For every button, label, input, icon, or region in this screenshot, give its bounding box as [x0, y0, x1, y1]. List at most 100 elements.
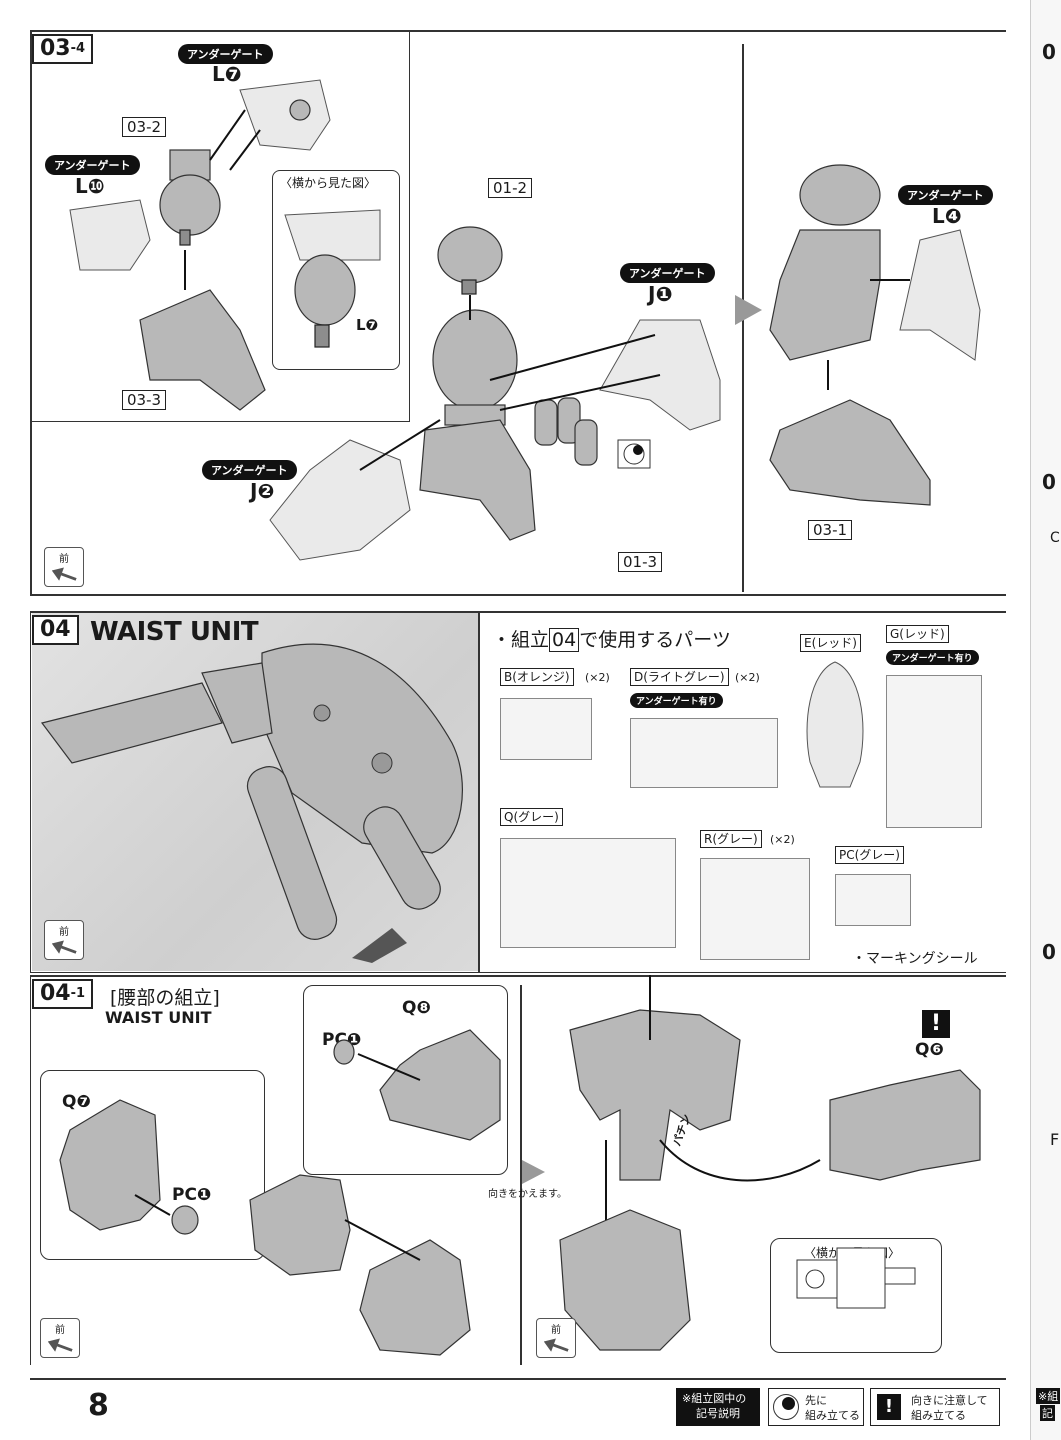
first-assemble-icon — [773, 1394, 799, 1420]
sheet-label-e: E(レッド) — [800, 634, 861, 652]
sprue-d — [630, 718, 778, 788]
legend-item1-line2: 組み立てる — [805, 1409, 860, 1422]
sheet-qty-d: (×2) — [735, 671, 760, 684]
part-assembled — [559, 1209, 691, 1351]
part-label-pc1-b: PC❶ — [172, 1185, 212, 1205]
armor-l4 — [899, 229, 981, 361]
section-04-title: WAIST UNIT — [90, 617, 259, 647]
sprue-g — [886, 675, 982, 828]
part-q6 — [829, 1069, 981, 1181]
legend-title-box: ※組立図中の 記号説明 — [676, 1388, 760, 1426]
front-arrow-icon — [45, 1335, 74, 1357]
legend-item-1: 先に 組み立てる — [768, 1388, 864, 1426]
front-label: 前 — [551, 1325, 561, 1336]
page-number: 8 — [88, 1388, 109, 1423]
legend-title-line2: 記号説明 — [696, 1407, 740, 1420]
part-label-l4: L❹ — [932, 204, 962, 228]
part-label-j2: J❷ — [250, 479, 275, 503]
front-indicator-04-1-b: 前 — [536, 1318, 576, 1358]
sheet-note-g: アンダーゲート有り — [886, 650, 979, 665]
right-body — [769, 229, 881, 361]
thruster-1 — [534, 399, 558, 446]
under-gate-badge-1: アンダーゲート — [178, 44, 273, 64]
front-label: 前 — [59, 927, 69, 938]
sheet-note-d: アンダーゲート有り — [630, 693, 723, 708]
part-label-l7-top: L❼ — [212, 62, 242, 86]
sprue-r — [700, 858, 810, 960]
legend-item2-line2: 組み立てる — [911, 1409, 966, 1422]
part-label-q6: Q❻ — [915, 1040, 944, 1060]
part-q7 — [59, 1099, 161, 1231]
legend-item1-line1: 先に — [805, 1394, 827, 1407]
part-label-q7: Q❼ — [62, 1092, 91, 1112]
front-label: 前 — [59, 554, 69, 565]
waist-unit-render — [40, 643, 463, 963]
right-frag-5: F — [1050, 1130, 1060, 1149]
parts-used-suffix: で使用するパーツ — [579, 629, 731, 651]
section-04-1-frame — [30, 975, 1006, 1365]
sheet-label-d: D(ライトグレー) — [630, 668, 729, 686]
warning-icon: ! — [877, 1394, 901, 1420]
side-view-inset-2 — [770, 1238, 942, 1353]
right-frag-2: 0 — [1042, 470, 1056, 494]
right-head — [799, 164, 881, 226]
head-01-2 — [437, 226, 503, 284]
right-frag-3: C — [1050, 530, 1060, 546]
section-03-4-illustration — [69, 79, 981, 561]
section-03-bottom-border — [30, 594, 1006, 596]
waist-title-jp: [腰部の組立] — [110, 987, 220, 1009]
under-gate-badge-2: アンダーゲート — [45, 155, 140, 175]
divider-vertical-04-1 — [520, 985, 522, 1365]
part-q5 — [569, 1009, 741, 1181]
warning-box: ! — [922, 1010, 950, 1038]
footer-rule — [30, 1378, 1006, 1380]
legend-item-2: ! 向きに注意して 組み立てる — [870, 1388, 1000, 1426]
legend-title-line1: ※組立図中の — [682, 1392, 747, 1405]
front-arrow-icon — [49, 937, 78, 959]
sprue-e — [806, 661, 864, 788]
step-tag-04-1: 04-1 — [32, 979, 94, 1009]
q8-inset — [303, 985, 508, 1175]
step-sub: -4 — [70, 41, 86, 56]
under-gate-badge-5: アンダーゲート — [898, 185, 993, 205]
marking-seal-label: ・マーキングシール — [852, 951, 978, 967]
section-03-4-frame — [30, 30, 1006, 595]
section-04-1-illustration — [59, 975, 981, 1356]
front-arrow-icon — [541, 1335, 570, 1357]
sheet-label-pc: PC(グレー) — [835, 846, 904, 864]
part-label-l7-inset: L❼ — [356, 316, 379, 334]
armor-l10 — [69, 199, 151, 271]
front-label: 前 — [55, 1325, 65, 1336]
front-indicator-04: 前 — [44, 920, 84, 960]
legend-item2-line1: 向きに注意して — [911, 1394, 988, 1407]
sprue-pc — [835, 874, 911, 926]
part-q8 — [379, 1029, 501, 1141]
right-frag-7: 記 — [1040, 1405, 1055, 1421]
ref-03-1: 03-1 — [808, 520, 853, 540]
step-number: 04 — [40, 617, 71, 642]
sheet-qty-b: (×2) — [585, 671, 610, 684]
sheet-label-r: R(グレー) — [700, 830, 762, 848]
parts-used-step: 04 — [549, 628, 580, 652]
sprue-q — [500, 838, 676, 948]
thruster-3 — [574, 419, 598, 466]
step-tag-04: 04 — [32, 615, 79, 645]
base-03-3 — [139, 289, 266, 411]
divider-vertical-04 — [478, 611, 480, 973]
side-view-inset — [272, 170, 400, 370]
central-body — [432, 309, 518, 411]
part-label-q8: Q❽ — [402, 998, 431, 1018]
sprue-b — [500, 698, 592, 760]
sheet-label-b: B(オレンジ) — [500, 668, 574, 686]
q7-inset — [40, 1070, 265, 1260]
front-arrow-icon — [49, 564, 78, 586]
right-frag-1: 0 — [1042, 40, 1056, 64]
base-03-1 — [769, 399, 931, 506]
subassembly-box — [30, 30, 410, 422]
under-gate-badge-3: アンダーゲート — [620, 263, 715, 283]
right-frag-6: ※組 — [1036, 1388, 1061, 1404]
step-sub: -1 — [70, 986, 86, 1001]
right-page-sliver — [1030, 0, 1061, 1440]
ref-03-3: 03-3 — [122, 390, 167, 410]
